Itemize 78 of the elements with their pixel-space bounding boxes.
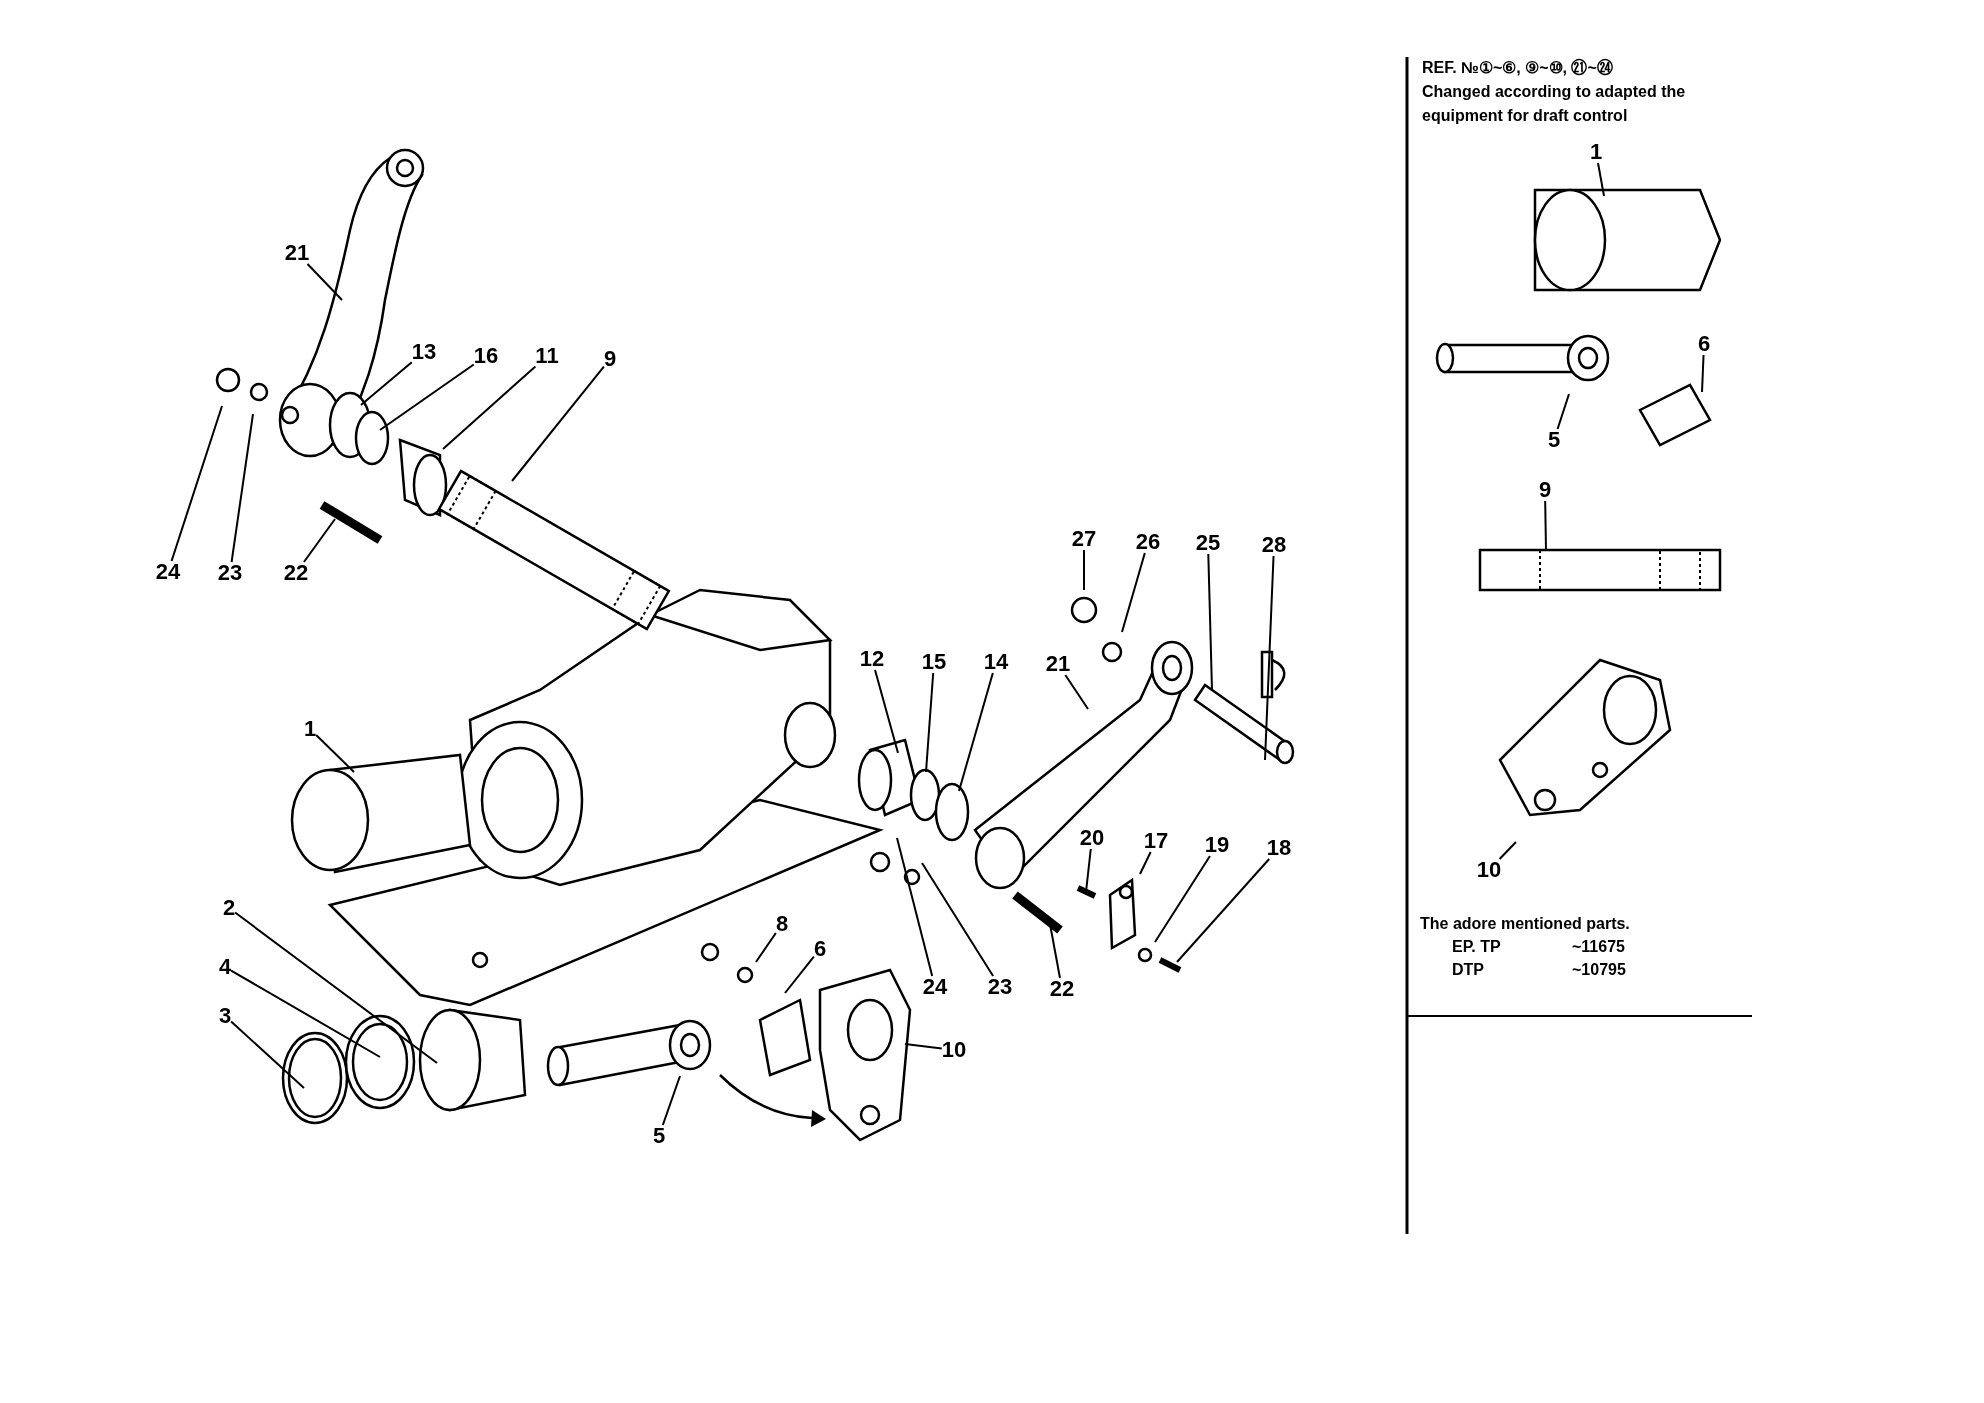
callout-number: 19 (1204, 834, 1230, 856)
leader-line (874, 669, 899, 754)
leader-line (1207, 553, 1213, 691)
leader-line (904, 1043, 943, 1050)
callout-number: 21 (1045, 653, 1071, 675)
reference-heading: REF. №①~⑥, ⑨~⑩, ㉑~㉔ (1422, 57, 1614, 78)
leader-line (1154, 855, 1211, 943)
callout-number: 18 (1266, 837, 1292, 859)
leader-line (1556, 393, 1570, 430)
leader-line (1544, 500, 1547, 551)
leader-line (379, 363, 475, 431)
serial-number-text: DTP (1452, 960, 1485, 980)
callout-number: 25 (1195, 532, 1221, 554)
serial-number-text: EP. TP (1452, 937, 1502, 957)
callout-number: 11 (535, 345, 559, 367)
callout-number: 6 (1697, 333, 1711, 355)
leader-line (1597, 162, 1605, 197)
leader-line (921, 862, 995, 977)
leader-line (1176, 858, 1271, 963)
note-text: Changed according to adapted the equipment for draft control (1422, 82, 1687, 126)
callout-number: 12 (859, 648, 885, 670)
note-text: The adore mentioned parts. (1420, 914, 1631, 934)
leader-line (306, 263, 343, 301)
callout-number: 5 (652, 1125, 666, 1147)
leader-line (1064, 674, 1089, 710)
callout-number: 24 (922, 976, 948, 998)
callout-number: 24 (155, 561, 181, 583)
callout-number: 22 (283, 562, 309, 584)
leader-line (230, 413, 254, 563)
leader-line (511, 365, 605, 482)
leader-line (1701, 354, 1705, 393)
leader-line (1139, 851, 1152, 875)
callout-number: 13 (411, 341, 437, 363)
callout-number: 27 (1071, 528, 1097, 550)
callout-number: 23 (987, 976, 1013, 998)
leader-line (230, 1020, 305, 1089)
leader-line (360, 361, 413, 406)
callout-number: 3 (218, 1005, 232, 1027)
leader-line (234, 911, 438, 1064)
leader-line (958, 672, 994, 792)
callout-number: 9 (603, 348, 617, 370)
callout-number: 4 (218, 956, 232, 978)
callout-number: 21 (284, 242, 310, 264)
leader-line (442, 365, 537, 450)
leader-line (170, 405, 223, 562)
leader-line (315, 734, 355, 773)
leader-line (1498, 841, 1517, 860)
leader-line (1083, 549, 1085, 591)
callout-number: 10 (941, 1039, 967, 1061)
callout-number: 9 (1538, 479, 1552, 501)
leader-line (784, 955, 815, 994)
leader-line (1085, 848, 1092, 893)
callout-number: 2 (222, 897, 236, 919)
callout-number: 22 (1049, 978, 1075, 1000)
leader-line (1121, 552, 1146, 633)
leader-line (755, 931, 777, 963)
serial-number-text: ~10795 (1572, 960, 1627, 980)
leader-line (1264, 555, 1275, 761)
leader-line (230, 969, 381, 1058)
callout-number: 17 (1143, 830, 1169, 852)
callout-number: 8 (775, 913, 789, 935)
callout-number: 28 (1261, 534, 1287, 556)
callout-number: 6 (813, 938, 827, 960)
leader-line (925, 672, 935, 773)
callout-number: 15 (921, 651, 947, 673)
callout-number: 10 (1476, 859, 1502, 881)
leader-line (896, 837, 934, 977)
callout-number: 23 (217, 562, 243, 584)
callout-number: 1 (1589, 141, 1603, 163)
callout-number: 14 (983, 651, 1009, 673)
callout-number: 20 (1079, 827, 1105, 849)
leader-line (661, 1075, 681, 1126)
callout-number: 26 (1135, 531, 1161, 553)
leader-line (302, 518, 336, 563)
callout-number: 5 (1547, 429, 1561, 451)
callout-number: 16 (473, 345, 499, 367)
callout-number: 1 (303, 718, 317, 740)
serial-number-text: ~11675 (1572, 937, 1626, 957)
